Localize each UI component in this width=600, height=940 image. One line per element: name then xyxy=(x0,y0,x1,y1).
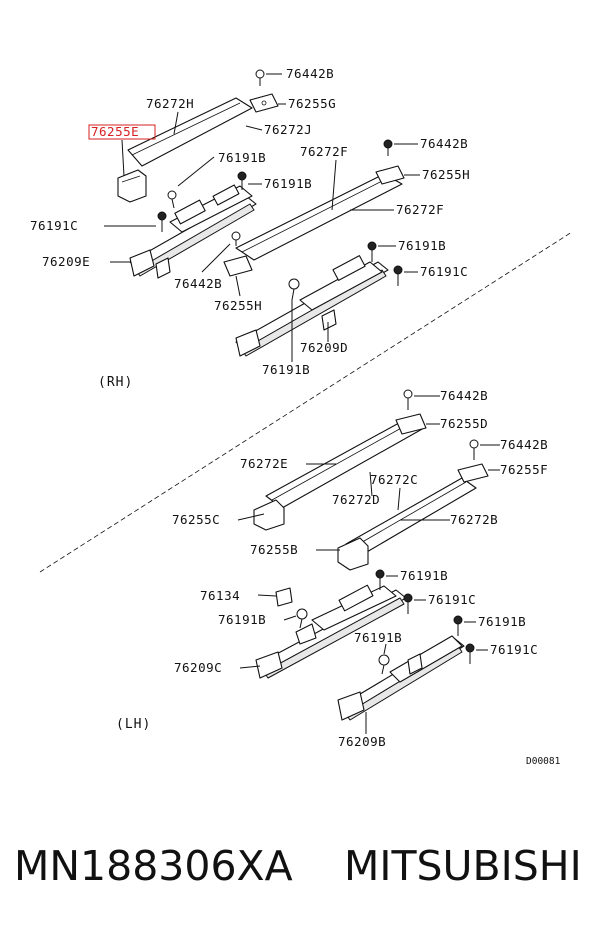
side-label-rh: (RH) xyxy=(98,375,133,390)
label-76442b: 76442B xyxy=(286,66,334,81)
bolt-icon xyxy=(255,69,265,86)
label-76442b: 76442B xyxy=(500,437,548,452)
bolt-icon xyxy=(231,231,241,246)
plate-76255c xyxy=(253,499,285,531)
bolt-icon xyxy=(403,389,413,410)
label-76191b: 76191B xyxy=(264,176,312,191)
bolt-icon xyxy=(167,190,177,209)
bolt-icon xyxy=(383,139,393,156)
label-76255e-highlighted: 76255E xyxy=(91,124,139,139)
label-76209c: 76209C xyxy=(174,660,222,675)
plate-76255h xyxy=(375,165,405,185)
drawing-code: D00081 xyxy=(526,756,561,767)
label-76255c: 76255C xyxy=(172,512,220,527)
label-76255f: 76255F xyxy=(500,462,548,477)
label-76442b: 76442B xyxy=(440,388,488,403)
label-76255d: 76255D xyxy=(440,416,488,431)
seat-rail-76209e xyxy=(129,184,257,279)
bolt-icon xyxy=(375,569,385,590)
label-76191b: 76191B xyxy=(262,362,310,377)
label-76191b: 76191B xyxy=(398,238,446,253)
label-76191b: 76191B xyxy=(478,614,526,629)
label-76272d: 76272D xyxy=(332,492,380,507)
label-76209d: 76209D xyxy=(300,340,348,355)
brand-name: MITSUBISHI xyxy=(344,842,582,890)
bolt-icon xyxy=(288,278,300,301)
seat-rail-76209d xyxy=(235,255,389,357)
bolt-icon xyxy=(378,654,390,675)
label-76191b: 76191B xyxy=(354,630,402,645)
label-76272f: 76272F xyxy=(396,202,444,217)
bolt-icon xyxy=(296,608,308,629)
label-76272e: 76272E xyxy=(240,456,288,471)
label-76272h: 76272H xyxy=(146,96,194,111)
bolt-icon xyxy=(157,211,167,232)
bolt-icon xyxy=(367,241,377,262)
bolt-icon xyxy=(465,643,475,664)
label-76272c: 76272C xyxy=(370,472,418,487)
bolt-icon xyxy=(403,593,413,614)
label-76191b: 76191B xyxy=(400,568,448,583)
label-76255h: 76255H xyxy=(214,298,262,313)
label-76272b: 76272B xyxy=(450,512,498,527)
label-76442b: 76442B xyxy=(420,136,468,151)
bolt-icon xyxy=(237,171,247,190)
clip-76134 xyxy=(275,587,293,607)
parts-diagram: 76442B 76272H 76255G 76255E 76272J 76442… xyxy=(30,66,573,767)
bolt-icon xyxy=(393,265,403,286)
label-76191c: 76191C xyxy=(420,264,468,279)
plate-76255f xyxy=(457,463,489,483)
label-76191c: 76191C xyxy=(30,218,78,233)
label-76134: 76134 xyxy=(200,588,240,603)
seat-rail-76209c xyxy=(255,584,407,679)
highlight-box xyxy=(88,124,156,140)
side-label-lh: (LH) xyxy=(116,717,151,732)
label-76209e: 76209E xyxy=(42,254,90,269)
label-76191c: 76191C xyxy=(490,642,538,657)
label-76191b: 76191B xyxy=(218,150,266,165)
label-76191b: 76191B xyxy=(218,612,266,627)
label-76255b: 76255B xyxy=(250,542,298,557)
label-76255g: 76255G xyxy=(288,96,336,111)
label-76255h: 76255H xyxy=(422,167,470,182)
end-cap-76255e xyxy=(117,169,147,203)
cover-strip-76272h xyxy=(127,97,253,167)
caption: MN188306XA MITSUBISHI xyxy=(0,842,600,902)
bolt-icon xyxy=(453,615,463,636)
bolt-icon xyxy=(469,439,479,460)
label-76442b: 76442B xyxy=(174,276,222,291)
label-76272j: 76272J xyxy=(264,122,312,137)
label-76191c: 76191C xyxy=(428,592,476,607)
section-divider xyxy=(39,231,573,573)
plate-76255g xyxy=(249,93,279,113)
seat-rail-76209b xyxy=(337,635,465,721)
label-76209b: 76209B xyxy=(338,734,386,749)
part-number: MN188306XA xyxy=(14,842,293,890)
end-cap-76255b xyxy=(337,537,369,571)
plate-76255h-2 xyxy=(223,255,253,277)
plate-76255d xyxy=(395,413,427,435)
label-76272f: 76272F xyxy=(300,144,348,159)
cover-strip-76272f xyxy=(235,173,403,261)
